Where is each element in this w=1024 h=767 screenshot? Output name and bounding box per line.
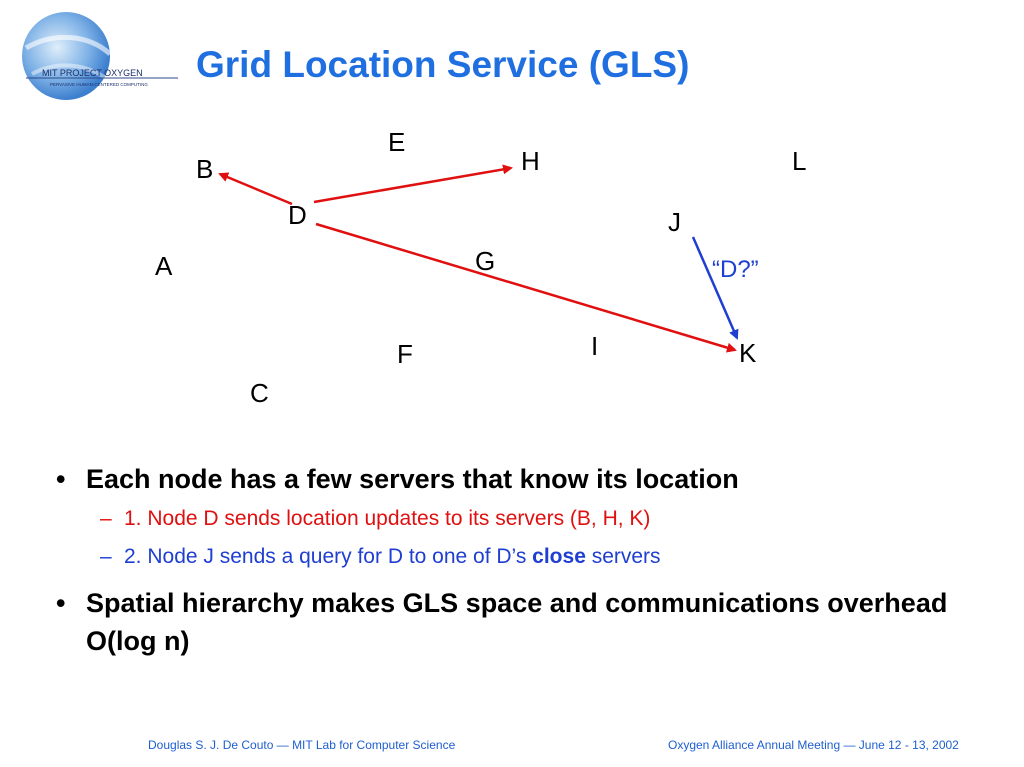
node-c: C <box>250 378 269 408</box>
node-k: K <box>739 338 757 368</box>
node-i: I <box>591 331 598 361</box>
dash-marker: – <box>100 545 112 568</box>
dash-marker: – <box>100 507 112 530</box>
node-l: L <box>792 146 806 176</box>
node-f: F <box>397 339 413 369</box>
bullet-marker: • <box>56 588 66 618</box>
node-g: G <box>475 246 495 276</box>
edge-j-to-k <box>691 236 739 340</box>
node-d: D <box>288 200 307 230</box>
logo-text: MIT PROJECT OXYGEN <box>42 68 143 78</box>
bullet-item-2-text: Spatial hierarchy makes GLS space and co… <box>86 588 948 656</box>
edge-d-to-k <box>315 222 737 353</box>
bullet-list: • Each node has a few servers that know … <box>56 460 976 660</box>
edge-d-to-h <box>313 164 513 204</box>
bullet-item-1: • Each node has a few servers that know … <box>56 460 976 498</box>
query-label: “D?” <box>712 256 759 283</box>
edge-d-to-b <box>218 172 293 206</box>
footer-event: Oxygen Alliance Annual Meeting — June 12… <box>668 738 959 752</box>
node-b: B <box>196 154 213 184</box>
bullet-marker: • <box>56 464 66 494</box>
footer-author: Douglas S. J. De Couto — MIT Lab for Com… <box>148 738 456 752</box>
node-j: J <box>668 207 681 237</box>
sub-bullet-2-text-end: servers <box>585 545 661 568</box>
sub-bullet-1-text: 1. Node D sends location updates to its … <box>124 507 651 530</box>
sub-bullet-2: – 2. Node J sends a query for D to one o… <box>56 540 976 574</box>
sub-bullet-2-bold: close <box>532 545 586 568</box>
node-a: A <box>155 251 173 281</box>
sub-bullet-1: – 1. Node D sends location updates to it… <box>56 502 976 536</box>
node-h: H <box>521 146 540 176</box>
gls-grid-diagram: E H L B D J A G I F K C “D?” <box>155 127 806 408</box>
bullet-item-2: • Spatial hierarchy makes GLS space and … <box>56 584 976 660</box>
node-e: E <box>388 127 405 157</box>
sub-bullet-2-text: 2. Node J sends a query for D to one of … <box>124 545 533 568</box>
bullet-item-1-text: Each node has a few servers that know it… <box>86 464 739 494</box>
slide-title: Grid Location Service (GLS) <box>196 44 690 85</box>
mit-project-oxygen-logo: MIT PROJECT OXYGEN PERVASIVE HUMAN-CENTE… <box>22 12 178 100</box>
logo-subtext: PERVASIVE HUMAN-CENTERED COMPUTING <box>50 82 148 87</box>
